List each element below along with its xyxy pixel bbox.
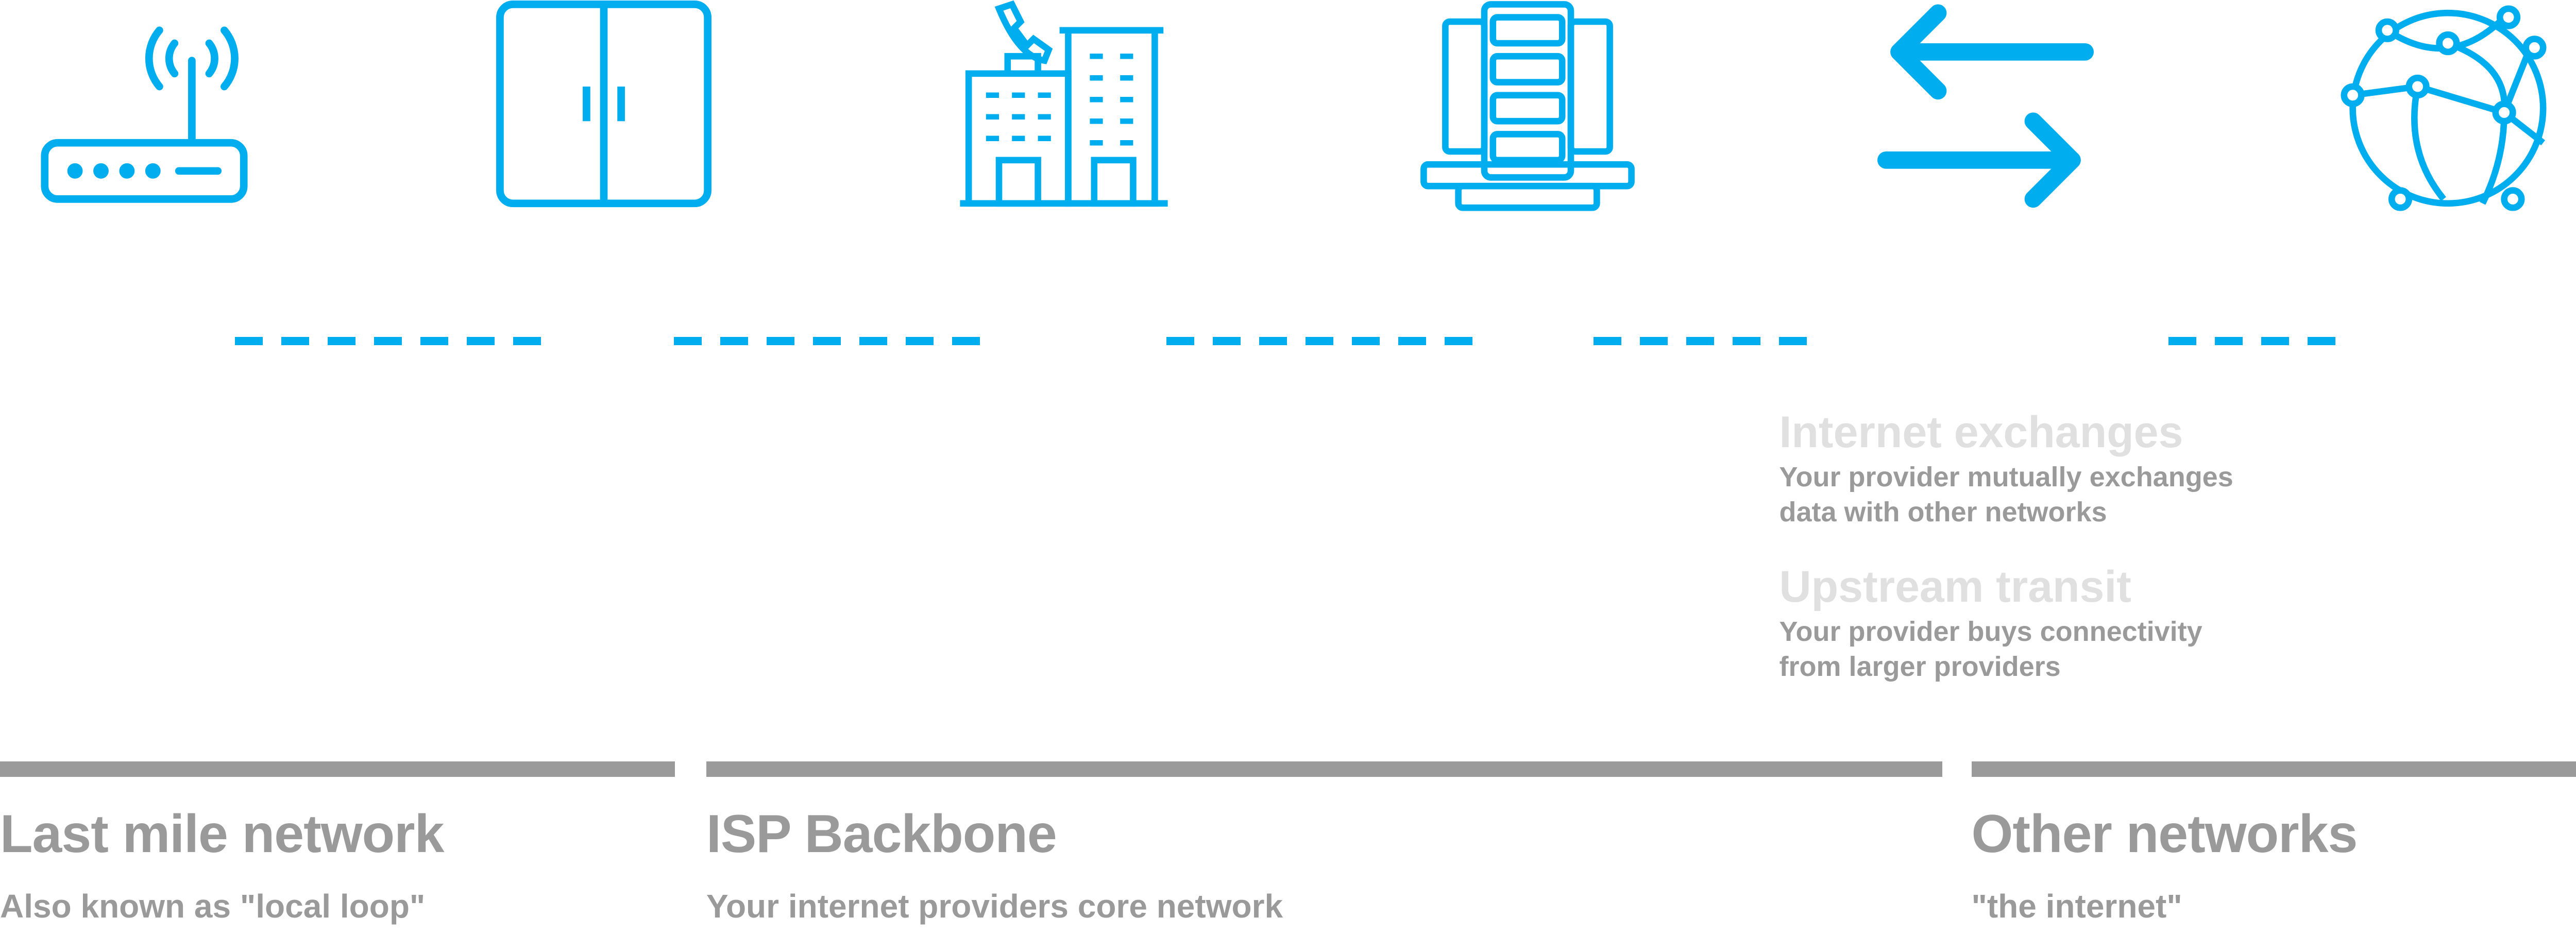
dash-segment [2307, 337, 2335, 345]
globe-network-icon [2335, 0, 2552, 216]
dash-segment [1686, 337, 1714, 345]
dash-segment [859, 337, 887, 345]
dash-segment [2214, 337, 2243, 345]
dash-segment [2261, 337, 2289, 345]
dash-segment [235, 337, 263, 345]
dash-segment [2168, 337, 2196, 345]
section-title-other-networks: Other networks [1971, 804, 2358, 864]
dash-segment [1212, 337, 1241, 345]
section-subtitle-other-networks: "the internet" [1971, 888, 2182, 925]
dash-segment [467, 337, 495, 345]
section-subtitle-isp-backbone: Your internet providers core network [706, 888, 1283, 925]
section-title-last-mile: Last mile network [0, 804, 444, 864]
dash-segment [905, 337, 934, 345]
dashed-connector [235, 337, 541, 345]
dash-segment [281, 337, 309, 345]
dashed-connector [2168, 337, 2335, 345]
dash-segment [1778, 337, 1807, 345]
server-rack-icon [1419, 0, 1636, 216]
wifi-router-icon [36, 0, 252, 216]
note-line: from larger providers [1779, 651, 2061, 682]
dash-segment [812, 337, 841, 345]
dash-segment [673, 337, 702, 345]
dash-segment [1305, 337, 1333, 345]
dash-segment [720, 337, 748, 345]
telephone-exchange-building-icon [956, 0, 1172, 216]
note-line: Your provider buys connectivity [1779, 616, 2202, 647]
dashed-connector [1593, 337, 1807, 345]
cabinet-icon [496, 0, 712, 216]
dash-segment [328, 337, 355, 345]
dash-segment [374, 337, 402, 345]
dash-segment [420, 337, 448, 345]
note-line: Your provider mutually exchanges [1779, 462, 2233, 493]
dash-segment [513, 337, 541, 345]
dashed-connector [673, 337, 980, 345]
dash-segment [1351, 337, 1380, 345]
dash-segment [1639, 337, 1668, 345]
dash-segment [1732, 337, 1760, 345]
exchange-arrows-icon [1877, 0, 2094, 216]
note-line: data with other networks [1779, 497, 2107, 528]
section-bar-isp-backbone [706, 761, 1942, 777]
dashed-connector [1166, 337, 1472, 345]
dash-segment [1593, 337, 1621, 345]
dash-segment [1398, 337, 1426, 345]
dash-segment [952, 337, 980, 345]
note-title-internet-exchanges: Internet exchanges [1779, 407, 2183, 457]
section-title-isp-backbone: ISP Backbone [706, 804, 1057, 864]
dash-segment [1444, 337, 1472, 345]
dash-segment [766, 337, 794, 345]
note-title-upstream-transit: Upstream transit [1779, 562, 2131, 612]
dash-segment [1166, 337, 1194, 345]
dash-segment [1259, 337, 1287, 345]
section-subtitle-last-mile: Also known as "local loop" [0, 888, 426, 925]
section-bar-other-networks [1971, 761, 2576, 777]
section-bar-last-mile [0, 761, 675, 777]
